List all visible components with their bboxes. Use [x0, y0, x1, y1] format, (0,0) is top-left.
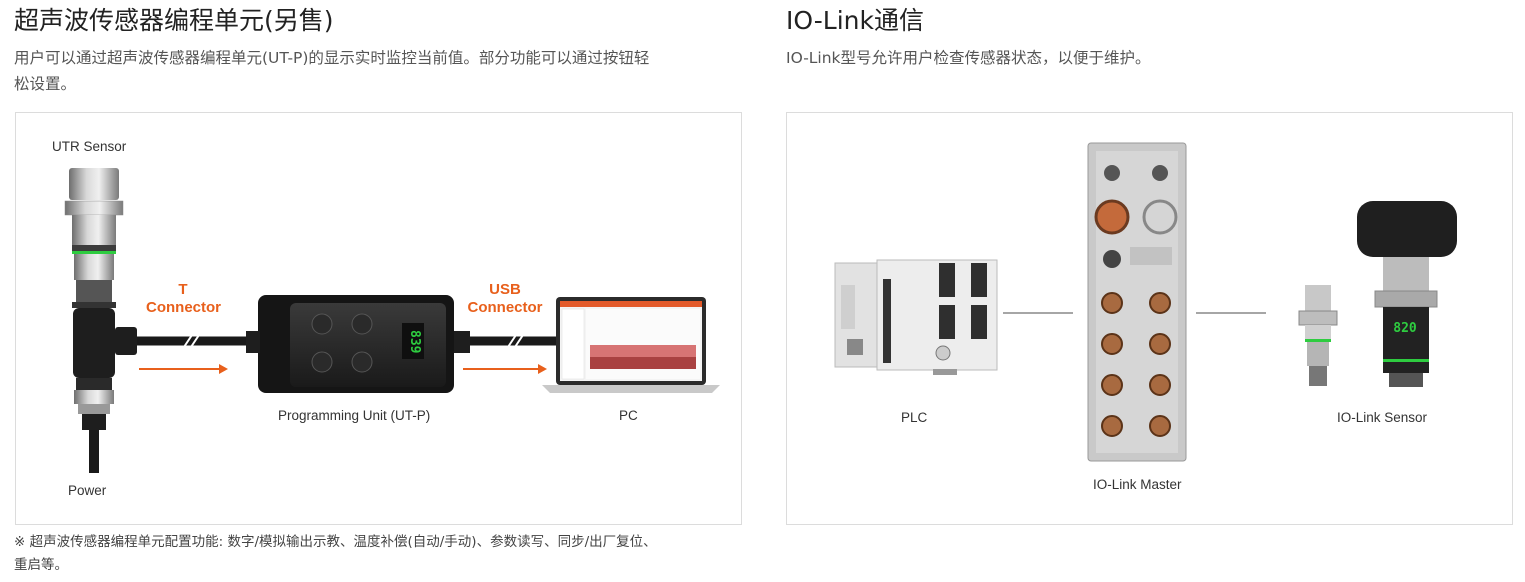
left-desc-line2: 松设置。	[14, 75, 77, 93]
io-link-diagram: 820 PLC IO-Link Master IO-Link Sensor	[786, 112, 1513, 525]
right-description: IO-Link型号允许用户检查传感器状态，以便于维护。	[786, 49, 1151, 67]
pc-label: PC	[619, 408, 638, 423]
t-connector-device	[73, 308, 137, 473]
io-link-master-label: IO-Link Master	[1093, 477, 1182, 492]
footnote-line1: ※ 超声波传感器编程单元配置功能: 数字/模拟输出示教、温度补偿(自动/手动)、…	[14, 534, 657, 550]
sensor-display-value: 820	[1393, 321, 1417, 336]
io-link-illustration	[834, 142, 1457, 462]
left-section: 超声波传感器编程单元(另售) 用户可以通过超声波传感器编程单元(UT-P)的显示…	[14, 0, 744, 97]
left-title: 超声波传感器编程单元(另售)	[14, 6, 334, 35]
utr-sensor-device	[64, 168, 124, 308]
footnote: ※ 超声波传感器编程单元配置功能: 数字/模拟输出示教、温度补偿(自动/手动)、…	[14, 531, 734, 577]
arrow-to-unit	[139, 364, 228, 374]
t-label: T	[178, 281, 188, 298]
plc-device	[834, 259, 998, 375]
utr-sensor-label: UTR Sensor	[52, 139, 127, 154]
footnote-line2: 重启等。	[14, 557, 68, 573]
left-description: 用户可以通过超声波传感器编程单元(UT-P)的显示实时监控当前值。部分功能可以通…	[14, 45, 744, 97]
arrow-to-pc	[463, 364, 547, 374]
usb-connector-label: USB Connector	[465, 281, 545, 317]
usb-connector-text: Connector	[467, 299, 543, 316]
left-desc-line1: 用户可以通过超声波传感器编程单元(UT-P)的显示实时监控当前值。部分功能可以通…	[14, 49, 650, 67]
right-section: IO-Link通信 IO-Link型号允许用户检查传感器状态，以便于维护。	[786, 0, 1514, 71]
programming-unit-device	[246, 295, 470, 393]
usb-label: USB	[489, 281, 521, 298]
plc-label: PLC	[901, 410, 928, 425]
programming-unit-illustration	[64, 168, 720, 473]
large-io-link-sensor	[1357, 201, 1457, 387]
t-connector-label: T Connector	[146, 281, 221, 317]
unit-display-value: 839	[407, 330, 422, 354]
power-label: Power	[68, 483, 107, 498]
io-link-master-device	[1087, 142, 1187, 462]
t-connector-text: Connector	[146, 299, 221, 316]
io-link-sensor-label: IO-Link Sensor	[1337, 410, 1428, 425]
small-io-link-sensor	[1298, 285, 1338, 386]
programming-unit-label: Programming Unit (UT-P)	[278, 408, 431, 423]
pc-laptop	[542, 297, 720, 393]
programming-unit-diagram: UTR Sensor T Connector USB Connector 839…	[15, 112, 742, 525]
right-title: IO-Link通信	[786, 6, 924, 35]
